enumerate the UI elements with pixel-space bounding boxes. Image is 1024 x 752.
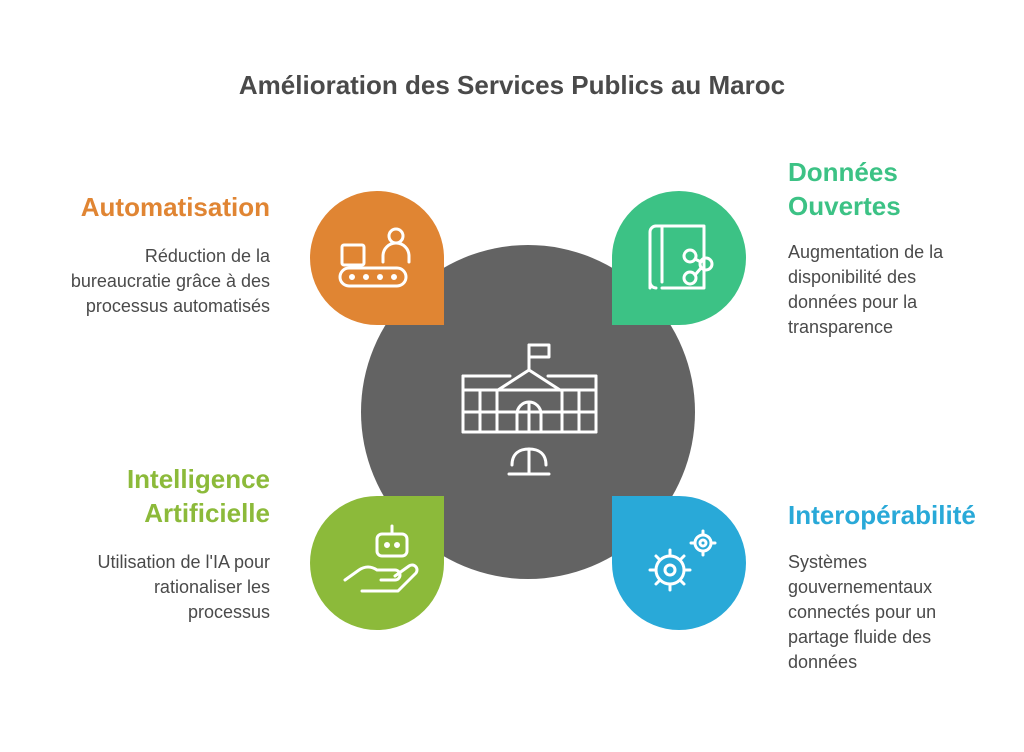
- description-line: Augmentation de la: [788, 242, 944, 262]
- description-line: Réduction de la: [144, 246, 270, 266]
- government-building-icon: [461, 343, 598, 476]
- description-line: Utilisation de l'IA pour: [97, 552, 270, 572]
- heading-line: Intelligence: [126, 464, 270, 494]
- donnees-petal: [612, 191, 746, 325]
- description-line: processus: [187, 602, 270, 622]
- conveyor-worker-icon: [338, 227, 411, 288]
- automatisation-petal: [310, 191, 444, 325]
- interop-description: Systèmes gouvernementaux connectés pour …: [788, 550, 1008, 675]
- interop-heading: Interopérabilité: [788, 500, 976, 530]
- interop-petal: [612, 496, 746, 630]
- description-line: disponibilité des: [788, 267, 917, 287]
- description-line: Systèmes: [788, 552, 868, 572]
- book-share-icon: [648, 224, 714, 290]
- heading-line: Ouvertes: [788, 191, 901, 221]
- gears-icon: [648, 529, 717, 592]
- automatisation-heading: Automatisation: [80, 192, 270, 222]
- donnees-heading: Données Ouvertes: [788, 155, 1008, 223]
- description-line: processus automatisés: [85, 296, 270, 316]
- heading-line: Artificielle: [144, 498, 270, 528]
- page-title: Amélioration des Services Publics au Mar…: [238, 70, 786, 100]
- robot-hand-icon: [343, 524, 419, 593]
- description-line: données: [788, 652, 858, 672]
- description-line: données pour la: [788, 292, 918, 312]
- donnees-description: Augmentation de la disponibilité des don…: [788, 240, 1008, 340]
- description-line: connectés pour un: [788, 602, 937, 622]
- description-line: gouvernementaux: [788, 577, 933, 597]
- description-line: rationaliser les: [153, 577, 270, 597]
- ia-heading: Intelligence Artificielle: [40, 462, 270, 530]
- description-line: bureaucratie grâce à des: [70, 271, 270, 291]
- ia-petal: [310, 496, 444, 630]
- heading-line: Données: [788, 157, 898, 187]
- ia-description: Utilisation de l'IA pour rationaliser le…: [20, 550, 270, 625]
- description-line: partage fluide des: [788, 627, 932, 647]
- automatisation-description: Réduction de la bureaucratie grâce à des…: [20, 244, 270, 319]
- description-line: transparence: [788, 317, 894, 337]
